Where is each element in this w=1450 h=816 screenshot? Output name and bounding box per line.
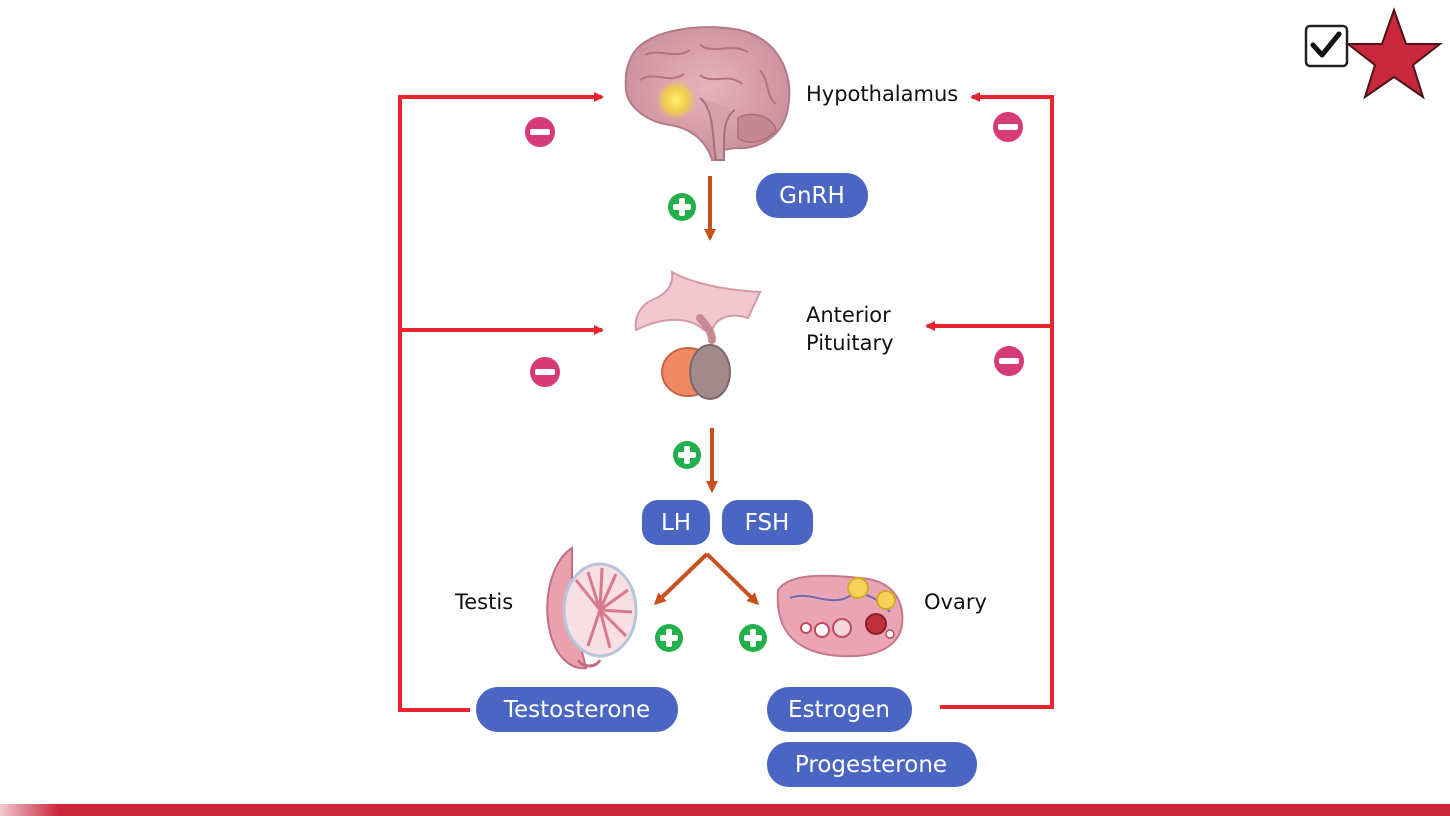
hormone-pill-estrogen: Estrogen (767, 687, 912, 732)
fsh-label: FSH (745, 510, 790, 536)
inhibition-signs (525, 112, 1024, 387)
ovary-label: Ovary (924, 590, 987, 614)
lh-label: LH (661, 510, 691, 536)
minus-icon (525, 117, 555, 147)
plus-icon (673, 441, 701, 469)
brand-logo (1304, 6, 1443, 100)
stimulation-arrows (653, 176, 760, 606)
testosterone-feedback-loop (398, 92, 604, 712)
testis-illustration (546, 546, 638, 670)
testosterone-label: Testosterone (503, 697, 650, 723)
plus-icon (655, 624, 683, 652)
star-icon (1345, 6, 1443, 100)
plus-icon (668, 193, 696, 221)
minus-icon (530, 357, 560, 387)
hormone-pill-fsh: FSH (722, 500, 813, 545)
hormone-pill-testosterone: Testosterone (476, 687, 678, 732)
stimulation-signs (655, 193, 767, 652)
anterior-pituitary-label-line1: Anterior (806, 303, 891, 327)
gnrh-label: GnRH (779, 183, 845, 209)
hormone-pill-gnrh: GnRH (756, 173, 868, 218)
minus-icon (994, 346, 1024, 376)
footer-bar (0, 804, 1450, 816)
testis-label: Testis (454, 590, 513, 614)
checkmark-icon (1310, 31, 1342, 58)
anterior-pituitary-label-line2: Pituitary (806, 331, 894, 355)
pituitary-illustration (634, 270, 762, 400)
estrogen-label: Estrogen (788, 697, 890, 723)
minus-icon (993, 112, 1023, 142)
hormone-pill-lh: LH (642, 500, 710, 545)
estrogen-feedback-loop (925, 92, 1054, 709)
hypothalamus-label: Hypothalamus (806, 82, 958, 106)
ovary-illustration (776, 574, 904, 658)
brain-illustration (624, 26, 791, 161)
hormone-pill-progesterone: Progesterone (767, 742, 977, 787)
plus-icon (739, 624, 767, 652)
progesterone-label: Progesterone (795, 752, 947, 778)
